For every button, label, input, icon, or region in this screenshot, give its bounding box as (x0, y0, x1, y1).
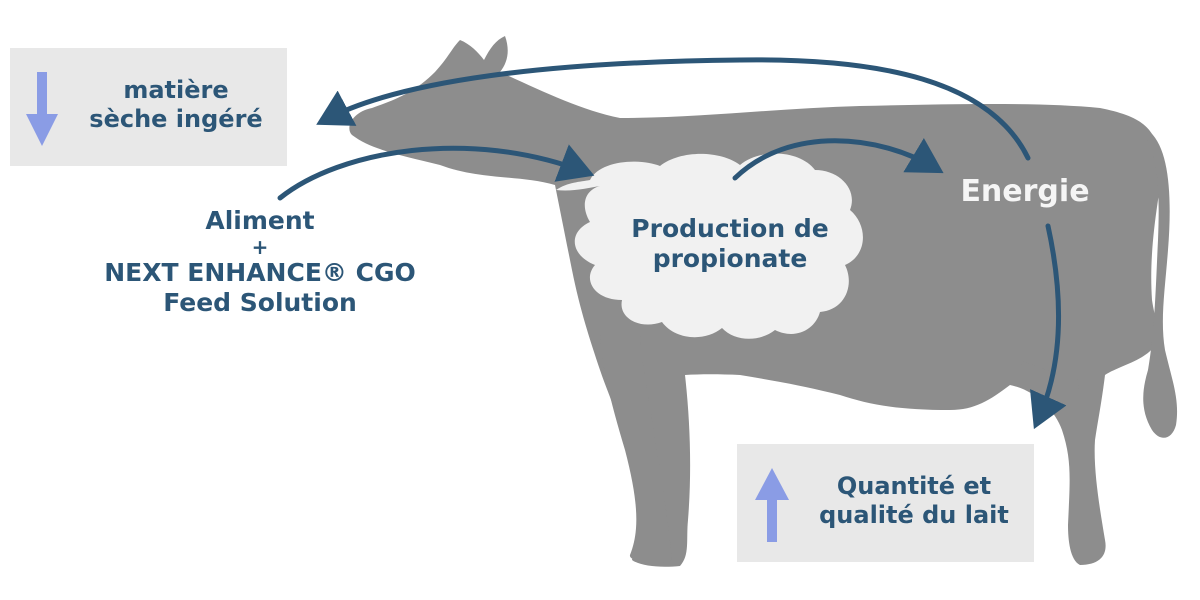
feed-line-3: NEXT ENHANCE® CGO (104, 258, 416, 287)
milk-line-1: Quantité et (836, 472, 992, 500)
rumen-label: Production de propionate (600, 214, 860, 274)
intake-line-1: matière (123, 76, 229, 104)
rumen-line-1: Production de (631, 214, 829, 243)
intake-box: matière sèche ingéré (10, 48, 287, 166)
milk-line-2: qualité du lait (819, 500, 1009, 529)
milk-box: Quantité et qualité du lait (737, 444, 1034, 562)
feed-line-2: + (251, 235, 269, 259)
cow-front-leg (600, 330, 672, 563)
cow-tail (1143, 132, 1178, 438)
milk-label: Quantité et qualité du lait (803, 472, 1025, 530)
feed-line-4: Feed Solution (163, 288, 357, 317)
energy-to-milk-arrow (1030, 223, 1067, 430)
rumen-cloud (556, 153, 863, 339)
feed-to-rumen-arrow (277, 144, 595, 201)
rumen-line-2: propionate (652, 244, 808, 273)
rumen-to-energy-arrow (732, 137, 944, 181)
energy-to-intake-arrow (316, 57, 1031, 161)
intake-label: matière sèche ingéré (76, 76, 276, 134)
energy-label: Energie (960, 174, 1090, 209)
up-arrow-icon (755, 468, 789, 542)
down-arrow-icon (26, 72, 58, 146)
feed-label: Aliment + NEXT ENHANCE® CGO Feed Solutio… (60, 206, 460, 318)
feed-line-1: Aliment (205, 206, 315, 235)
intake-line-2: sèche ingéré (89, 104, 263, 133)
